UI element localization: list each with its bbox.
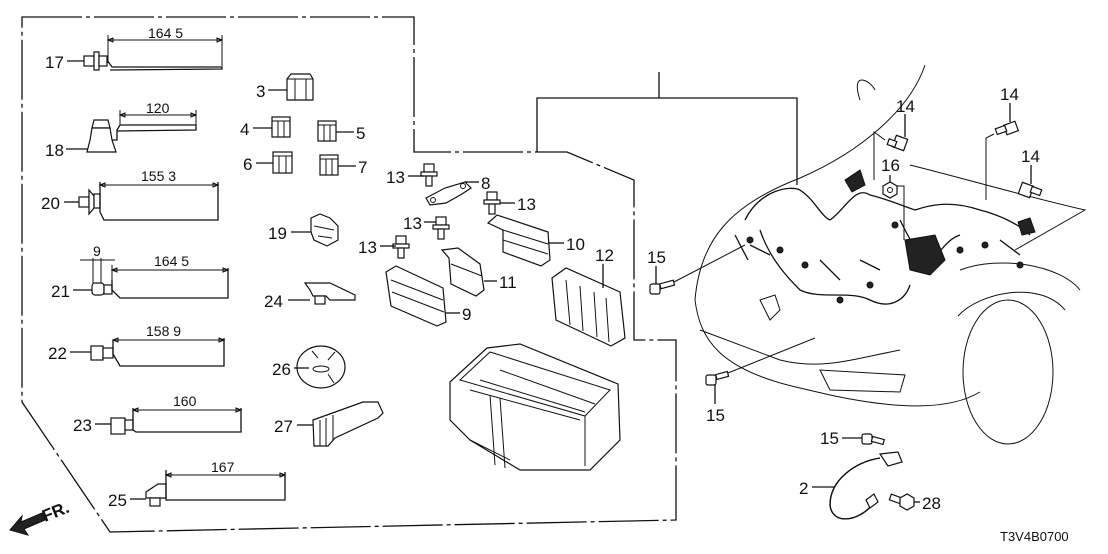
callout-7: 7 bbox=[358, 158, 367, 177]
callout-21: 21 bbox=[51, 282, 70, 301]
part-3-fuse[interactable] bbox=[286, 73, 314, 101]
dim-22: 158 9 bbox=[146, 323, 181, 339]
dim-25: 167 bbox=[211, 459, 235, 475]
vehicle-outline bbox=[694, 64, 1087, 445]
callout-3: 3 bbox=[256, 82, 265, 101]
callout-22: 22 bbox=[48, 344, 67, 363]
dim-23: 160 bbox=[173, 393, 197, 409]
callout-13-b: 13 bbox=[517, 195, 536, 214]
callout-19: 19 bbox=[268, 224, 287, 243]
callout-16: 16 bbox=[881, 156, 900, 175]
part-26-grommet[interactable] bbox=[296, 345, 346, 389]
part-15-bolt-c[interactable] bbox=[861, 433, 886, 446]
callout-13-c: 13 bbox=[403, 214, 422, 233]
callout-10: 10 bbox=[566, 235, 585, 254]
main-wire-harness[interactable] bbox=[734, 169, 1036, 305]
part-13-bolt-b[interactable] bbox=[483, 191, 501, 215]
front-direction-arrow: FR. bbox=[9, 498, 72, 536]
callout-18: 18 bbox=[45, 141, 64, 160]
callout-20: 20 bbox=[41, 194, 60, 213]
part-2-ground-cable[interactable] bbox=[829, 451, 903, 520]
group-boundary bbox=[21, 16, 677, 533]
callout-24: 24 bbox=[264, 292, 283, 311]
callout-15-c: 15 bbox=[820, 429, 839, 448]
part-15-bolt-a[interactable] bbox=[649, 279, 676, 295]
part-22-clip[interactable] bbox=[90, 337, 226, 367]
callout-1-leader bbox=[536, 72, 798, 185]
part-4-fuse[interactable] bbox=[271, 116, 291, 138]
callout-17: 17 bbox=[45, 53, 64, 72]
callout-9: 9 bbox=[462, 305, 471, 324]
part-17-clip[interactable] bbox=[83, 35, 224, 71]
callout-28: 28 bbox=[922, 494, 941, 513]
callout-13-a: 13 bbox=[386, 168, 405, 187]
callout-15-b: 15 bbox=[706, 406, 725, 425]
part-6-fuse[interactable] bbox=[272, 151, 293, 174]
part-21-clip[interactable] bbox=[80, 258, 230, 299]
callout-14-a: 14 bbox=[896, 97, 915, 116]
callout-6: 6 bbox=[243, 155, 252, 174]
callout-13-d: 13 bbox=[358, 238, 377, 257]
callout-25: 25 bbox=[108, 491, 127, 510]
dim-21-offset: 9 bbox=[93, 243, 101, 259]
part-25-clip[interactable] bbox=[145, 470, 287, 507]
part-23-clip[interactable] bbox=[110, 407, 243, 435]
callout-26: 26 bbox=[272, 360, 291, 379]
part-9-relay-box[interactable] bbox=[385, 265, 447, 327]
callout-4: 4 bbox=[240, 120, 249, 139]
callout-23: 23 bbox=[73, 416, 92, 435]
part-20-clip[interactable] bbox=[78, 182, 220, 221]
part-24-bracket[interactable] bbox=[303, 282, 356, 305]
callout-11: 11 bbox=[499, 273, 517, 292]
part-11-relay[interactable] bbox=[440, 247, 485, 297]
part-10-relay-box[interactable] bbox=[486, 214, 551, 267]
part-13-bolt-c[interactable] bbox=[432, 216, 450, 240]
dim-20: 155 3 bbox=[141, 168, 176, 184]
callout-27: 27 bbox=[274, 417, 293, 436]
callout-2: 2 bbox=[799, 479, 808, 498]
part-13-bolt-d[interactable] bbox=[392, 235, 410, 259]
callout-8: 8 bbox=[481, 174, 490, 193]
relay-box-main[interactable] bbox=[449, 343, 621, 471]
part-14-bolt-b[interactable] bbox=[994, 120, 1020, 136]
part-13-bolt-a[interactable] bbox=[420, 163, 438, 187]
callout-14-b: 14 bbox=[1000, 85, 1019, 104]
dim-21: 164 5 bbox=[154, 253, 189, 269]
part-27-cover[interactable] bbox=[312, 401, 384, 447]
dim-18: 120 bbox=[146, 100, 170, 116]
dim-17: 164 5 bbox=[148, 25, 183, 41]
part-7-fuse[interactable] bbox=[319, 154, 339, 176]
part-14-bolt-a[interactable] bbox=[886, 134, 909, 152]
callout-5: 5 bbox=[356, 124, 365, 143]
part-15-bolt-b[interactable] bbox=[705, 370, 730, 386]
callout-12: 12 bbox=[595, 246, 614, 265]
callout-15-a: 15 bbox=[647, 248, 666, 267]
part-14-bolt-c[interactable] bbox=[1017, 181, 1043, 199]
diagram-code: T3V4B0700 bbox=[1000, 529, 1069, 544]
part-28-bolt[interactable] bbox=[888, 493, 915, 511]
front-label: FR. bbox=[39, 498, 72, 526]
part-19-connector[interactable] bbox=[310, 213, 339, 247]
part-18-clip[interactable] bbox=[86, 110, 198, 153]
part-5-fuse[interactable] bbox=[317, 120, 337, 142]
part-16-nut[interactable] bbox=[882, 181, 898, 199]
part-8-fuse-link[interactable] bbox=[425, 181, 472, 206]
part-12-box-cover[interactable] bbox=[551, 267, 626, 347]
callout-14-c: 14 bbox=[1021, 147, 1040, 166]
